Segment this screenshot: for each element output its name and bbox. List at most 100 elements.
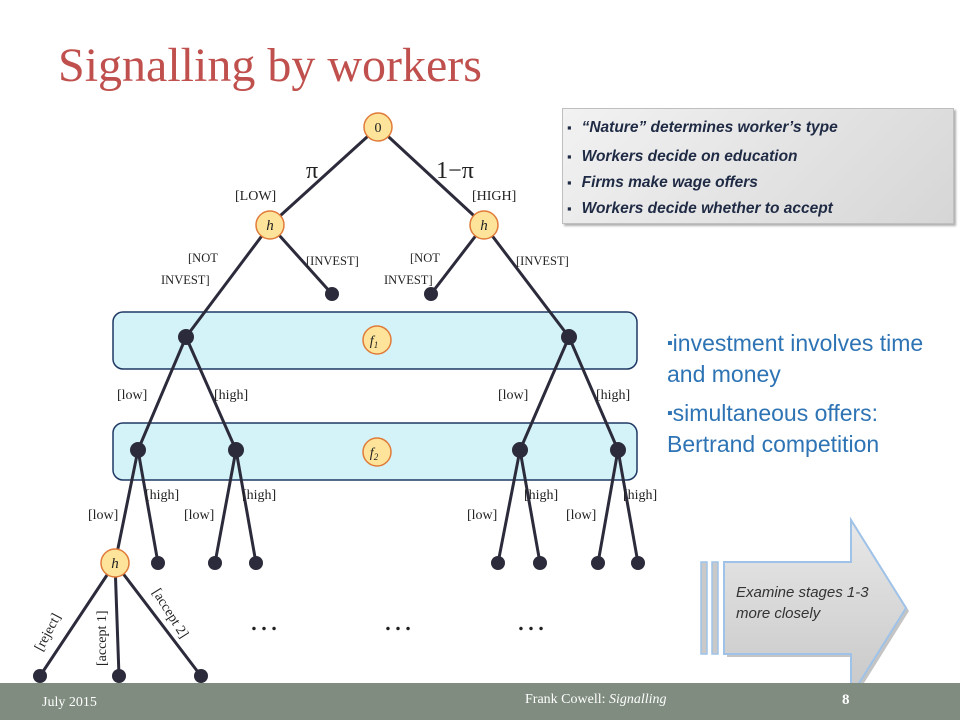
label-not-invest-line1: [NOT [410, 251, 440, 265]
page-title: Signalling by workers [58, 39, 482, 92]
label-low: [low] [498, 388, 528, 403]
edge-f2-c-low [496, 448, 522, 565]
decision-dot [561, 329, 577, 345]
decision-dot [178, 329, 194, 345]
page-number: 8 [842, 692, 850, 708]
edge-f1-high-left [184, 335, 238, 452]
edge-f1-low-right [518, 335, 571, 452]
bullet-wage-offers: Firms make wage offers [567, 170, 953, 196]
label-low: [low] [566, 508, 596, 523]
terminal-dot [631, 556, 645, 570]
terminal-dot [424, 287, 438, 301]
firm2-subscript: 2 [374, 452, 379, 462]
edge-f2-b-high [234, 448, 258, 565]
label-low: [low] [467, 508, 497, 523]
terminal-dot [194, 669, 208, 683]
label-high: [high] [145, 488, 179, 503]
terminal-dot [208, 556, 222, 570]
ellipsis: … [383, 604, 413, 637]
worker-node-high: h [469, 210, 499, 240]
label-high: [high] [524, 488, 558, 503]
side-note-offers: ▪simultaneous offers: Bertrand competiti… [667, 400, 880, 457]
footer-bar: July 2015 Frank Cowell: Signalling 8 [0, 683, 960, 720]
worker-node-accept: h [100, 548, 130, 578]
worker-node-low: h [255, 210, 285, 240]
firm1-node: f1 [362, 325, 392, 355]
ellipsis: … [249, 604, 279, 637]
label-high: [high] [214, 388, 248, 403]
tree-edges [38, 125, 640, 678]
label-low: [low] [117, 388, 147, 403]
edge-f1-high-right [567, 335, 620, 452]
label-not-invest-line2: INVEST] [161, 273, 210, 287]
decision-dot [130, 442, 146, 458]
terminal-dot [325, 287, 339, 301]
footer-date: July 2015 [42, 695, 97, 710]
terminal-dot [151, 556, 165, 570]
edge-low-invest [268, 223, 334, 296]
side-note-offers-text: simultaneous offers: Bertrand competitio… [667, 400, 880, 457]
edge-f2-d-low [596, 448, 620, 565]
edge-f2-a-high [136, 448, 160, 565]
label-not-invest-line1: [NOT [188, 251, 218, 265]
side-note-investment: ▪investment involves time and money [667, 330, 924, 387]
edge-f1-low-left [136, 335, 188, 452]
worker-node-label: h [266, 218, 274, 234]
terminal-dot [491, 556, 505, 570]
edge-nature-high [376, 125, 486, 227]
terminal-dot [112, 669, 126, 683]
nature-node: 0 [363, 112, 393, 142]
examine-stages-label[interactable]: Examine stages 1-3 more closely [736, 584, 869, 622]
bullet-accept: Workers decide whether to accept [567, 196, 953, 222]
label-high: [high] [596, 388, 630, 403]
edge-accept-2 [113, 561, 203, 678]
decision-dot [228, 442, 244, 458]
prob-pi: π [306, 158, 318, 184]
label-high: [high] [623, 488, 657, 503]
svg-text:f2: f2 [370, 446, 379, 462]
label-low-type: [LOW] [235, 189, 276, 204]
side-notes: ▪investment involves time and money ▪sim… [667, 328, 957, 468]
edge-high-invest [482, 223, 571, 339]
edge-f2-d-high [616, 448, 640, 565]
label-low: [low] [184, 508, 214, 523]
bullet-nature: “Nature” determines worker’s type [567, 115, 953, 141]
edge-f2-a-low [113, 448, 140, 565]
nature-node-label: 0 [375, 121, 382, 136]
bullet-education: Workers decide on education [567, 144, 953, 170]
label-high: [high] [242, 488, 276, 503]
label-accept-1: [accept 1] [95, 610, 110, 666]
terminal-dot [591, 556, 605, 570]
label-high-type: [HIGH] [472, 189, 516, 204]
terminal-dot [249, 556, 263, 570]
edge-nature-low [268, 125, 380, 227]
terminal-dot [533, 556, 547, 570]
label-low: [low] [88, 508, 118, 523]
next-stage-arrow[interactable] [700, 516, 909, 700]
prob-one-minus-pi: 1−π [436, 158, 474, 184]
label-invest: [INVEST] [516, 254, 569, 268]
svg-text:f1: f1 [370, 334, 378, 350]
firm1-subscript: 1 [374, 340, 379, 350]
firm2-node: f2 [362, 437, 392, 467]
footer-author: Frank Cowell: Signalling [525, 692, 667, 708]
worker-node-label: h [480, 218, 488, 234]
firm1-label: f [370, 334, 376, 349]
stages-box: “Nature” determines worker’s type Worker… [562, 108, 954, 224]
label-not-invest-line2: INVEST] [384, 273, 433, 287]
edge-low-not-invest [184, 223, 272, 339]
firm2-label: f [370, 446, 376, 461]
side-note-investment-text: investment involves time and money [667, 330, 924, 387]
footer-author-name: Frank Cowell: [525, 692, 609, 707]
footer-topic: Signalling [609, 692, 667, 707]
label-invest: [INVEST] [306, 254, 359, 268]
ellipsis: … [516, 604, 546, 637]
edge-reject [38, 561, 117, 678]
edge-f2-b-low [213, 448, 238, 565]
decision-dot [512, 442, 528, 458]
tree-dots [33, 287, 645, 683]
edge-f2-c-high [518, 448, 542, 565]
edge-accept-1 [113, 561, 121, 678]
decision-dot [610, 442, 626, 458]
